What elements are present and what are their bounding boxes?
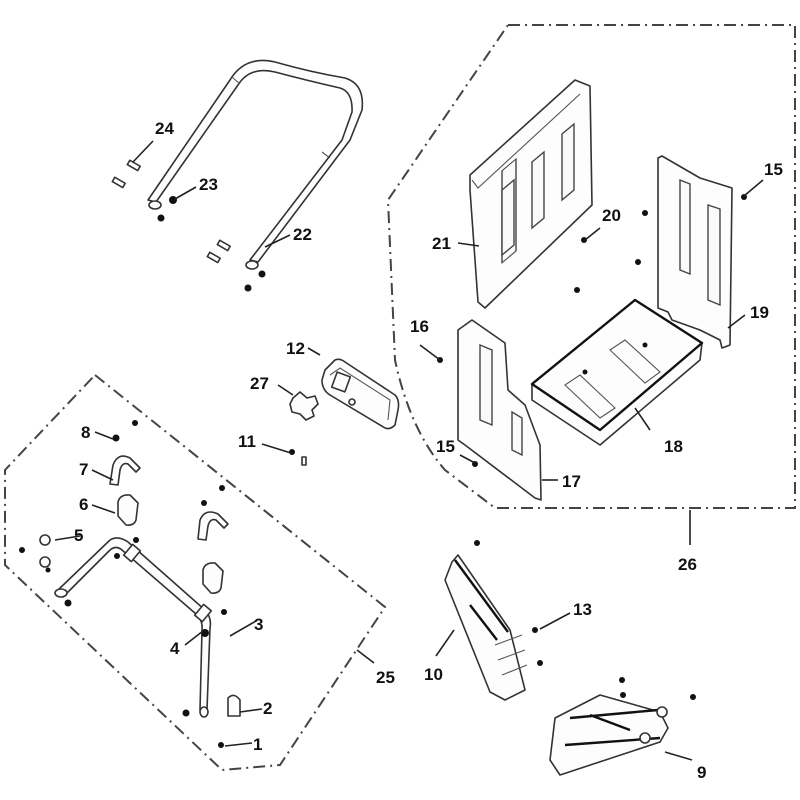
screw-11 (289, 449, 307, 466)
storage-tray (530, 298, 704, 446)
part-label-16: 16 (410, 317, 429, 336)
part-label-26: 26 (678, 555, 697, 574)
part-label-17: 17 (562, 472, 581, 491)
part-label-25: 25 (376, 668, 395, 687)
assembly-25-boundary (4, 373, 387, 772)
part-label-20: 20 (602, 206, 621, 225)
leader-lines (54, 140, 764, 761)
latch-panel (321, 358, 400, 430)
part-label-3: 3 (254, 615, 263, 634)
footrest-fasteners (532, 627, 696, 700)
part-label-13: 13 (573, 600, 592, 619)
footrest-bracket-10 (444, 540, 528, 701)
clamp-bracket (109, 455, 229, 541)
right-side-panel (657, 155, 733, 349)
box-lid (469, 79, 593, 309)
part-label-10: 10 (424, 665, 443, 684)
part-label-8: 8 (81, 423, 90, 442)
part-label-15-right: 15 (764, 160, 783, 179)
part-label-2: 2 (263, 699, 272, 718)
part-label-5: 5 (74, 526, 83, 545)
handle-fasteners (111, 159, 266, 292)
end-link (19, 534, 51, 573)
part-label-15-left: 15 (436, 437, 455, 456)
lid-slots (501, 122, 575, 257)
part-label-21: 21 (432, 234, 451, 253)
part-label-22: 22 (293, 225, 312, 244)
rubber-bushing (117, 494, 224, 594)
stabilizer-fasteners (64, 420, 241, 748)
part-label-19: 19 (750, 303, 769, 322)
part-label-11: 11 (238, 432, 256, 451)
stabilizer-bar (54, 537, 213, 718)
latch-bracket (289, 391, 319, 421)
assembly-26-boundary (386, 24, 796, 509)
part-label-23: 23 (199, 175, 218, 194)
part-label-12: 12 (286, 339, 305, 358)
part-label-18: 18 (664, 437, 683, 456)
handle-bar (147, 59, 364, 270)
part-label-6: 6 (79, 495, 88, 514)
part-label-27: 27 (250, 374, 269, 393)
left-side-panel (457, 319, 542, 501)
part-label-9: 9 (697, 763, 706, 782)
part-label-7: 7 (79, 460, 88, 479)
part-label-1: 1 (253, 735, 262, 754)
part-label-24: 24 (155, 119, 174, 138)
footrest-bracket-9 (549, 694, 669, 776)
part-label-4: 4 (170, 639, 180, 658)
